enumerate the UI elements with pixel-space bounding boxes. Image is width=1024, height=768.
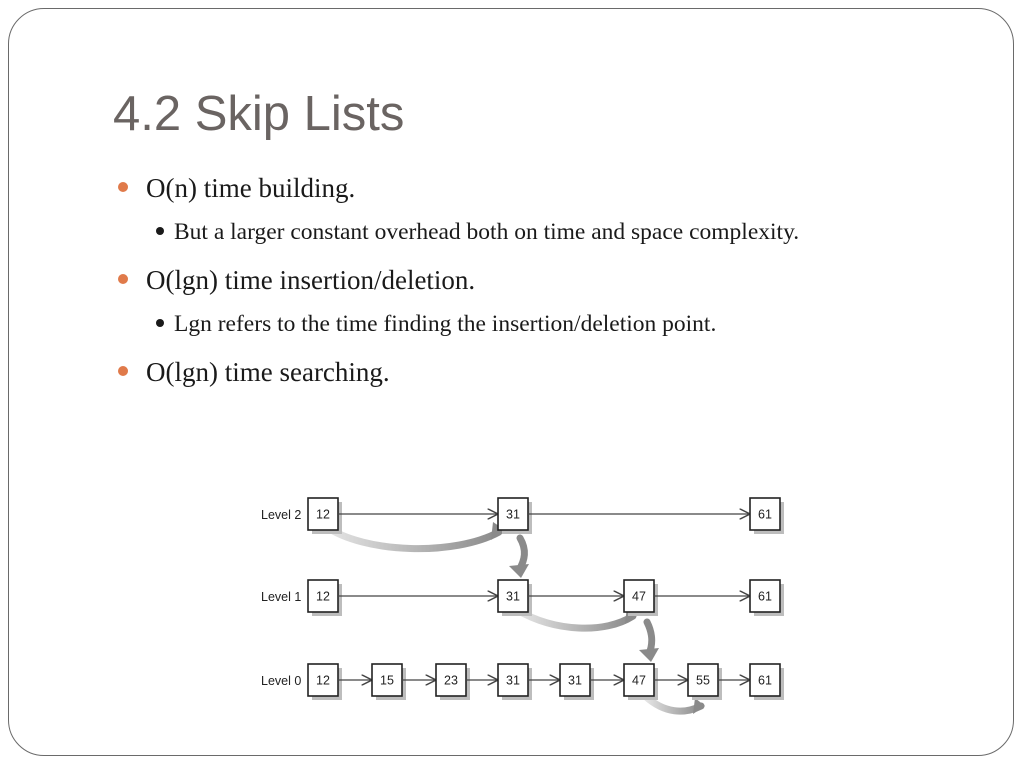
search-path-head xyxy=(639,648,659,662)
node-box xyxy=(687,663,719,697)
bullet-item: O(n) time building. xyxy=(118,168,938,208)
skip-list-node: 61 xyxy=(749,663,784,700)
node-value: 12 xyxy=(316,674,330,688)
skip-list-node: 61 xyxy=(749,579,784,616)
node-value: 31 xyxy=(506,590,520,604)
node-value: 61 xyxy=(758,674,772,688)
node-value: 31 xyxy=(568,674,582,688)
slide-frame xyxy=(8,8,1014,756)
skip-list-node: 15 xyxy=(371,663,406,700)
sub-bullet-dot-icon xyxy=(156,227,164,235)
node-box xyxy=(307,497,339,531)
node-value: 61 xyxy=(758,508,772,522)
search-path-curve xyxy=(321,522,503,553)
node-value: 15 xyxy=(380,674,394,688)
search-path-head xyxy=(693,698,705,714)
sub-bullet-text: But a larger constant overhead both on t… xyxy=(174,219,800,245)
bullet-dot-icon xyxy=(118,274,128,284)
sub-bullet-item: Lgn refers to the time finding the inser… xyxy=(146,304,874,344)
bullet-item: O(lgn) time searching. xyxy=(118,352,938,392)
search-path-head xyxy=(509,564,529,578)
bullet-list: O(n) time building. But a larger constan… xyxy=(118,168,938,396)
skip-list-node: 23 xyxy=(435,663,470,700)
bullet-text: O(lgn) time insertion/deletion. xyxy=(146,265,476,295)
search-path-head xyxy=(491,522,505,540)
skip-list-node: 12 xyxy=(307,579,342,616)
node-value: 12 xyxy=(316,508,330,522)
node-value: 61 xyxy=(758,590,772,604)
level-label: Level 1 xyxy=(261,590,301,604)
bullet-text: O(n) time building. xyxy=(146,173,356,203)
skip-list-node: 31 xyxy=(497,497,532,534)
bullet-dot-icon xyxy=(118,366,128,376)
skip-list-node: 31 xyxy=(559,663,594,700)
level-label: Level 0 xyxy=(261,674,301,688)
node-value: 23 xyxy=(444,674,458,688)
bullet-dot-icon xyxy=(118,182,128,192)
node-box xyxy=(623,663,655,697)
node-value: 55 xyxy=(696,674,710,688)
skip-list-node: 47 xyxy=(623,579,658,616)
skip-list-node: 55 xyxy=(687,663,722,700)
skip-list-node: 31 xyxy=(497,579,532,616)
node-value: 31 xyxy=(506,674,520,688)
sub-bullet-item: But a larger constant overhead both on t… xyxy=(146,212,874,252)
node-box xyxy=(307,579,339,613)
node-box xyxy=(559,663,591,697)
level-label: Level 2 xyxy=(261,508,301,522)
node-box xyxy=(749,497,781,531)
sub-bullet-text: Lgn refers to the time finding the inser… xyxy=(174,311,717,337)
skip-list-node: 12 xyxy=(307,663,342,700)
node-box xyxy=(749,579,781,613)
bullet-text: O(lgn) time searching. xyxy=(146,357,390,387)
node-box xyxy=(749,663,781,697)
node-value: 47 xyxy=(632,590,646,604)
skip-list-node: 61 xyxy=(749,497,784,534)
skip-list-node: 31 xyxy=(497,663,532,700)
bullet-item: O(lgn) time insertion/deletion. xyxy=(118,260,938,300)
skip-list-node: 47 xyxy=(623,663,658,700)
search-path-curve xyxy=(513,606,637,632)
node-value: 31 xyxy=(506,508,520,522)
node-box xyxy=(371,663,403,697)
node-value: 12 xyxy=(316,590,330,604)
node-box xyxy=(497,579,529,613)
sub-bullet-dot-icon xyxy=(156,319,164,327)
node-box xyxy=(497,663,529,697)
slide-title: 4.2 Skip Lists xyxy=(113,87,405,141)
skip-list-node: 12 xyxy=(307,497,342,534)
node-value: 47 xyxy=(632,674,646,688)
